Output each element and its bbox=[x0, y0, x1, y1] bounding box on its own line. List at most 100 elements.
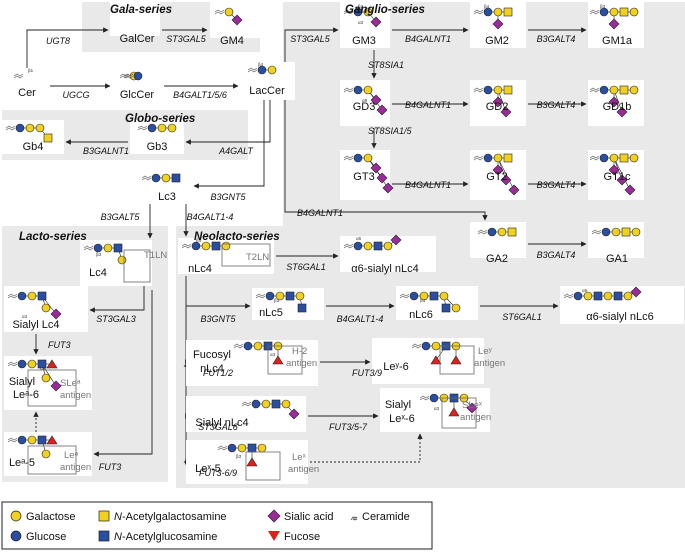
galnac-square-icon bbox=[503, 153, 513, 163]
galactose-circle-icon bbox=[253, 341, 263, 351]
glucose-circle-icon bbox=[10, 530, 22, 542]
antigen-label-lea-a: Leᵃ bbox=[64, 450, 79, 461]
ceramide-icon bbox=[217, 445, 228, 451]
fucose-triangle-icon bbox=[268, 531, 280, 541]
galactose-circle-icon bbox=[623, 291, 633, 301]
node-label-nlc4: nLc4 bbox=[188, 263, 212, 275]
legend-box bbox=[1, 501, 433, 550]
series-title-lacto: Lacto-series bbox=[19, 231, 87, 243]
enzyme-label-b4galnt1-b: B4GALNT1 bbox=[405, 100, 451, 110]
ceramide-icon bbox=[350, 516, 358, 521]
node-label-cer: Cer bbox=[18, 87, 36, 99]
legend-glucose: Glucose bbox=[26, 531, 66, 543]
structure-box bbox=[240, 62, 295, 100]
sialic-acid-diamond-icon bbox=[370, 94, 382, 106]
sialic-acid-diamond-icon bbox=[376, 104, 388, 116]
galactose-circle-icon bbox=[167, 123, 177, 133]
antigen-label-lea-b: antigen bbox=[60, 462, 91, 473]
ceramide-icon bbox=[473, 87, 484, 93]
glcnac-square-icon bbox=[373, 241, 383, 251]
galactose-circle-icon bbox=[27, 291, 37, 301]
node-label-glccer: GlcCer bbox=[120, 89, 155, 101]
sialic-acid-diamond-icon bbox=[630, 286, 642, 298]
galactose-circle-icon bbox=[103, 243, 113, 253]
ceramide-icon bbox=[214, 9, 225, 15]
glucose-circle-icon bbox=[15, 123, 25, 133]
sialic-acid-diamond-icon bbox=[608, 96, 620, 108]
antigen-outline bbox=[27, 369, 77, 407]
galactose-circle-icon bbox=[41, 303, 51, 313]
enzyme-label-fut3-b: FUT3 bbox=[99, 462, 122, 472]
glucose-circle-icon bbox=[599, 7, 609, 17]
sialic-acid-diamond-icon bbox=[492, 96, 504, 108]
sialic-acid-diamond-icon bbox=[492, 18, 504, 30]
antigen-label-t1ln: T1LN bbox=[144, 250, 167, 261]
galnac-square-icon bbox=[619, 85, 629, 95]
galactose-circle-icon bbox=[431, 341, 441, 351]
antigen-outline bbox=[439, 345, 475, 375]
sialic-acid-diamond-icon bbox=[500, 174, 512, 186]
ceramide-icon bbox=[589, 87, 600, 93]
node-label-fucosyl-nlc4-a: Fucosyl bbox=[193, 349, 231, 361]
pathway-arrows bbox=[26, 27, 587, 465]
enzyme-label-st8sia15: ST8SIA1/5 bbox=[368, 126, 413, 136]
glcnac-square-icon bbox=[98, 530, 110, 542]
glycan-symbols bbox=[5, 7, 642, 481]
pathway-arrow bbox=[185, 100, 271, 145]
node-label-lc4: Lc4 bbox=[89, 267, 107, 279]
glucose-circle-icon bbox=[353, 85, 363, 95]
ceramide-icon bbox=[473, 155, 484, 161]
node-label-sialyl-lc4: Sialyl Lc4 bbox=[12, 319, 59, 331]
legend-galnac: -Acetylgalactosamine bbox=[122, 511, 227, 523]
node-label-a6-sialyl-nlc6: α6-sialyl nLc6 bbox=[586, 311, 654, 323]
galactose-circle-icon bbox=[629, 7, 639, 17]
glucose-circle-icon bbox=[151, 173, 161, 183]
ceramide-icon bbox=[589, 155, 600, 161]
enzyme-label-fut369: FUT3-6/9 bbox=[199, 468, 237, 478]
galactose-circle-icon bbox=[41, 449, 51, 459]
linkage-label: α6 bbox=[582, 288, 588, 293]
galactose-circle-icon bbox=[629, 85, 639, 95]
galactose-circle-icon bbox=[161, 173, 171, 183]
galnac-square-icon bbox=[503, 85, 513, 95]
sialic-acid-diamond-icon bbox=[370, 162, 382, 174]
glucose-circle-icon bbox=[409, 291, 419, 301]
linkage-label: β3 bbox=[274, 298, 280, 303]
linkage-label: β3 bbox=[96, 252, 102, 257]
node-label-ga1: GA1 bbox=[606, 253, 628, 265]
galactose-circle-icon bbox=[611, 227, 621, 237]
ceramide-icon bbox=[247, 67, 258, 73]
antigen-label-ley-b: antigen bbox=[474, 358, 505, 369]
node-label-sialyl-lex-6-a: Sialyl bbox=[385, 399, 411, 411]
node-label-gd2: GD2 bbox=[486, 101, 509, 113]
fucose-triangle-icon bbox=[246, 457, 258, 467]
enzyme-label-fut12: FUT1/2 bbox=[203, 368, 233, 378]
antigen-label-lex-a: Leˣ bbox=[292, 452, 307, 463]
galactose-circle-icon bbox=[281, 399, 291, 409]
galactose-circle-icon bbox=[25, 123, 35, 133]
linkage-label: α3 bbox=[358, 20, 364, 25]
glucose-circle-icon bbox=[251, 399, 261, 409]
sialic-acid-diamond-icon bbox=[50, 380, 62, 392]
ceramide-icon bbox=[255, 293, 266, 299]
sialic-acid-diamond-icon bbox=[267, 509, 281, 523]
glucose-circle-icon bbox=[353, 241, 363, 251]
enzyme-label-b4galnt1-c: B4GALNT1 bbox=[405, 180, 451, 190]
antigen-label-t2ln: T2LN bbox=[246, 252, 269, 263]
enzyme-label-b3galt4-d: B3GALT4 bbox=[537, 250, 576, 260]
galactose-circle-icon bbox=[35, 123, 45, 133]
enzyme-label-ugt8: UGT8 bbox=[46, 36, 70, 46]
sialic-acid-diamond-icon bbox=[624, 184, 636, 196]
antigen-outline bbox=[27, 445, 77, 475]
galnac-square-icon bbox=[507, 227, 517, 237]
sialic-acid-diamond-icon bbox=[500, 106, 512, 118]
ceramide-icon bbox=[477, 229, 488, 235]
legend-galactose: Galactose bbox=[26, 511, 76, 523]
galactose-circle-icon bbox=[363, 85, 373, 95]
pathway-arrow bbox=[193, 100, 265, 189]
glucose-circle-icon bbox=[599, 85, 609, 95]
node-label-sialyl-lea-6-b: Leᵃ-6 bbox=[13, 389, 39, 401]
antigen-label-h2-b: antigen bbox=[286, 358, 317, 369]
glcnac-square-icon bbox=[211, 241, 221, 251]
